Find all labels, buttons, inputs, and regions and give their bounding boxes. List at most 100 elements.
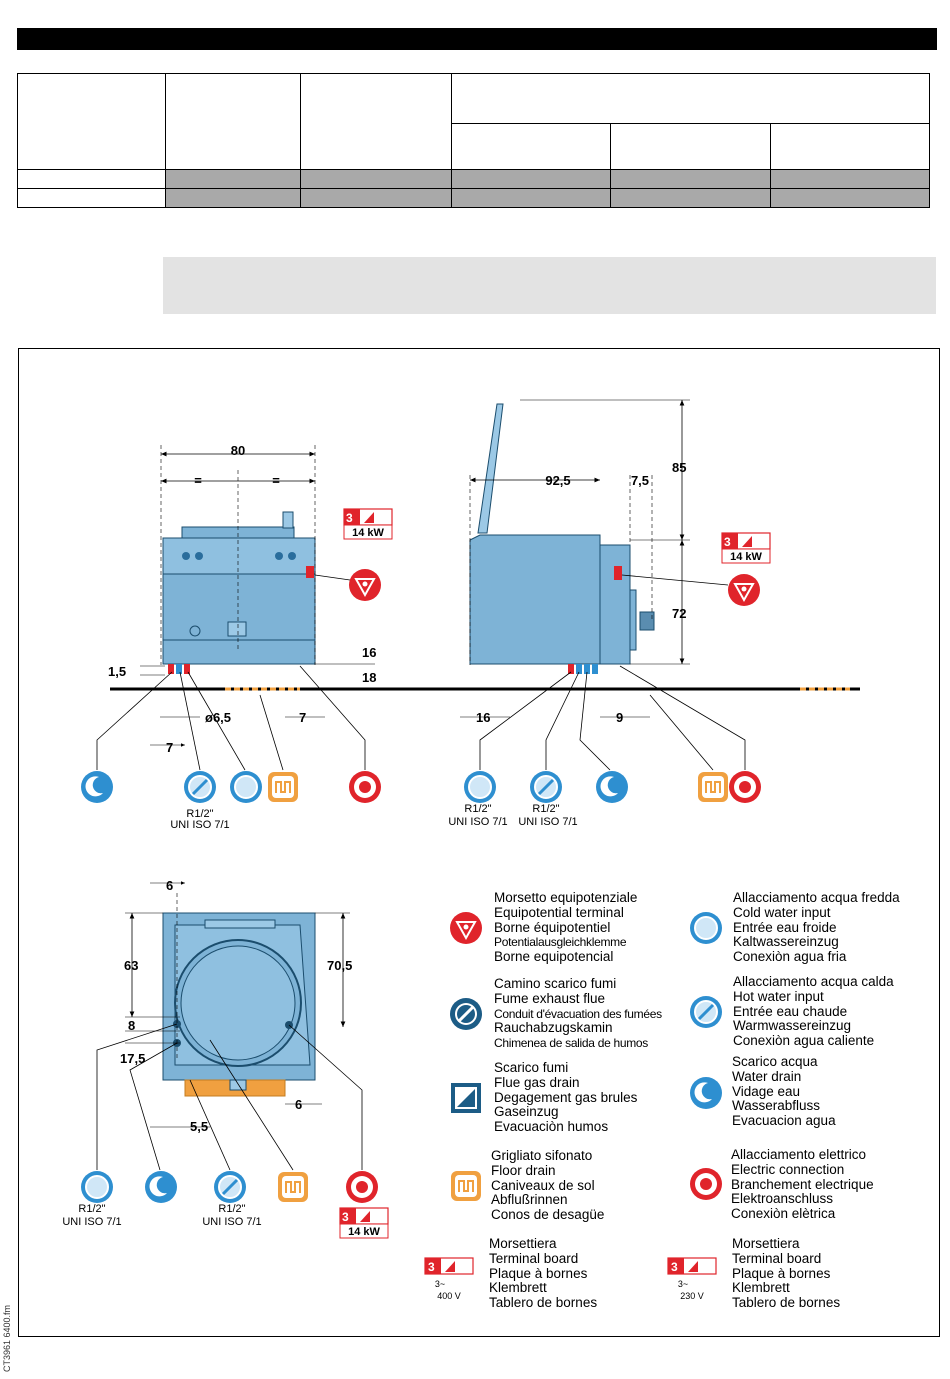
spec-cell [165,188,301,208]
pipe-label: R1/2" [218,1203,245,1215]
legend-line: Tablero de bornes [489,1295,598,1311]
spec-cell [450,188,612,208]
notes-box [163,257,936,314]
legend-floor-drain: Grigliato sifonato Floor drain Caniveaux… [491,1148,604,1223]
legend-icons: 3 3~ 400 V 3 3~ 230 V [424,911,724,1301]
legend-line: Borne equipotencial [494,949,614,965]
dim-9: 9 [616,710,623,725]
legend-water-drain: Scarico acqua Water drain Vidage eau Was… [732,1054,836,1129]
legend-equipotential: Morsetto equipotenziale Equipotential te… [494,890,638,965]
legend-line: Gaseinzug [494,1104,559,1120]
file-reference: CT3961 6400.fm [2,1304,12,1372]
legend-line: Caniveaux de sol [491,1177,595,1193]
legend-cold-water: Allacciamento acqua fredda Cold water in… [733,890,900,965]
legend-line: Conexiòn elètrica [731,1206,836,1222]
dim-1-5: 1,5 [108,664,126,679]
front-view: 80 = = 1,5 16 18 ø6,5 7 7 3 14 kW R1/2" … [81,443,500,831]
spec-cell [165,73,301,170]
legend-line: Chimenea de salida de humos [494,1036,648,1051]
legend-line: Allacciamento acqua calda [733,974,894,989]
side-view: 92,5 7,5 85 72 16 9 3 14 kW R1/2" UNI IS… [448,399,860,828]
legend-line: Morsetto equipotenziale [494,890,638,905]
legend-line: Water drain [732,1068,802,1084]
dim-7: 7 [166,740,173,755]
phase-label: 3~ [678,1279,688,1289]
pipe-label: R1/2" [78,1203,105,1215]
legend-line: Wasserabfluss [732,1098,821,1114]
spec-cell [610,169,771,189]
phase-label: 3~ [435,1279,445,1289]
legend-line: Morsettiera [732,1236,800,1251]
drawing-frame [18,348,940,1337]
spec-cell [610,123,771,170]
dim-d6-5: ø6,5 [205,710,231,725]
legend-line: Allacciamento elettrico [731,1147,867,1162]
legend-line: Cold water input [733,904,831,920]
badge-num: 3 [724,535,731,549]
spec-cell [610,188,771,208]
legend-line: Borne équipotentiel [494,919,611,935]
legend-line: Kaltwassereinzug [733,934,839,950]
legend-line: Vidage eau [732,1083,801,1099]
legend-line: Branchement electrique [731,1176,874,1192]
dim-6: 6 [295,1097,302,1112]
spec-cell [300,188,452,208]
dim-7: 7 [299,710,306,725]
dim-7-5: 7,5 [631,473,649,488]
dim-17-5: 17,5 [120,1051,145,1066]
badge-num: 3 [671,1260,678,1274]
badge-num: 3 [428,1260,435,1274]
legend-line: Evacuaciòn humos [494,1119,609,1135]
legend-line: Warmwassereinzug [733,1018,852,1034]
spec-cell [451,73,930,124]
dim-height: 72 [672,606,686,621]
legend-line: Conduit d'évacuation des fumées [494,1006,662,1021]
legend-line: Scarico fumi [494,1060,569,1075]
dim-width: 80 [231,443,245,458]
legend-flue-drain: Scarico fumi Flue gas drain Degagement g… [494,1060,637,1135]
dim-half: = [194,473,202,488]
pipe-std: UNI ISO 7/1 [448,816,507,828]
legend-line: Terminal board [489,1250,579,1266]
legend-line: Flue gas drain [494,1074,580,1090]
legend-fume-flue: Camino scarico fumi Fume exhaust flue Co… [494,976,662,1051]
legend-line: Scarico acqua [732,1054,818,1069]
pipe-label: R1/2" [532,803,559,815]
badge-num: 3 [342,1210,349,1224]
legend-line: Conexiòn agua fria [733,949,847,965]
legend-line: Allacciamento acqua fredda [733,890,900,905]
legend-line: Grigliato sifonato [491,1148,593,1163]
pipe-std: UNI ISO 7/1 [62,1216,121,1228]
dim-lid: 85 [672,460,686,475]
dim-16: 16 [362,645,376,660]
legend-terminal-230: Morsettiera Terminal board Plaque à born… [732,1236,841,1311]
legend-line: Tablero de bornes [732,1295,841,1311]
spec-table [17,73,931,208]
dim-70-5: 70,5 [327,958,352,973]
spec-cell [769,123,931,170]
voltage-label: 400 V [437,1291,461,1301]
legend-line: Klembrett [489,1280,547,1296]
top-view: 6 63 70,5 8 17,5 5,5 6 R1/2" UNI ISO 7/1… [62,878,389,1239]
pipe-std: UNI ISO 7/1 [170,819,229,831]
legend-line: Electric connection [731,1161,845,1177]
legend-line: Equipotential terminal [494,904,624,920]
dim-16: 16 [476,710,490,725]
spec-cell [769,188,931,208]
legend-terminal-400: Morsettiera Terminal board Plaque à born… [489,1236,598,1311]
dim-depth: 92,5 [545,473,570,488]
legend-line: Camino scarico fumi [494,976,617,991]
legend-line: Potentialausgleichklemme [494,935,627,950]
kw-label: 14 kW [730,551,762,563]
legend-hot-water: Allacciamento acqua calda Hot water inpu… [733,974,894,1049]
legend-line: Entrée eau froide [733,919,837,935]
header-bar [17,28,937,50]
dim-6: 6 [166,878,173,893]
kw-label: 14 kW [348,1226,380,1238]
spec-cell [450,123,612,170]
legend-line: Conexiòn agua caliente [733,1033,875,1049]
legend-line: Hot water input [733,988,824,1004]
spec-cell [300,169,452,189]
dim-5-5: 5,5 [190,1119,208,1134]
